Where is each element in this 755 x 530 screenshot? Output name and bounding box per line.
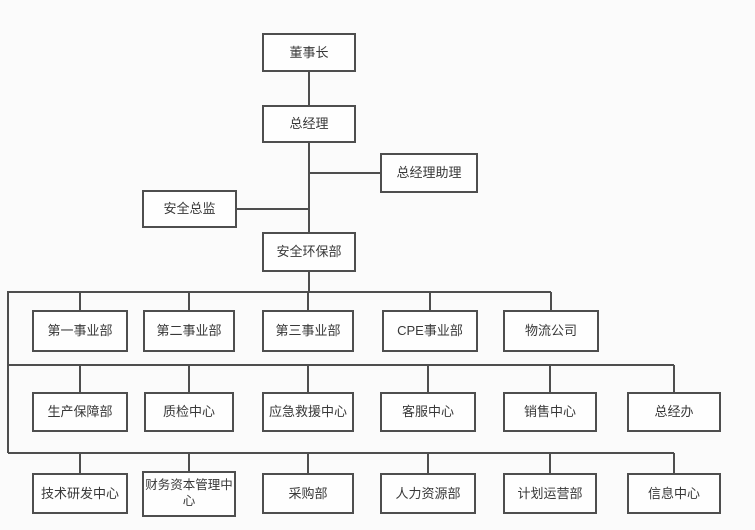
connector-rail1-left-spine: [7, 291, 551, 453]
org-node-emergency-rescue-center: 应急救援中心: [262, 392, 354, 432]
org-node-information-center: 信息中心: [627, 473, 721, 514]
org-node-procurement-dept: 采购部: [262, 473, 354, 514]
org-node-quality-inspection-center: 质检中心: [144, 392, 234, 432]
org-node-safety-director: 安全总监: [142, 190, 237, 228]
org-node-sales-center: 销售中心: [503, 392, 597, 432]
org-node-safety-environment-dept: 安全环保部: [262, 232, 356, 272]
org-node-gm-assistant: 总经理助理: [380, 153, 478, 193]
org-node-hr-dept: 人力资源部: [380, 473, 476, 514]
org-node-cpe-division: CPE事业部: [382, 310, 478, 352]
org-node-production-support-dept: 生产保障部: [32, 392, 128, 432]
org-node-tech-rd-center: 技术研发中心: [32, 473, 128, 514]
org-node-division-3: 第三事业部: [262, 310, 354, 352]
org-node-division-2: 第二事业部: [143, 310, 235, 352]
org-node-finance-capital-center: 财务资本管理中心: [142, 471, 236, 517]
org-node-division-1: 第一事业部: [32, 310, 128, 352]
org-node-gm-office: 总经办: [627, 392, 721, 432]
org-node-customer-service-center: 客服中心: [380, 392, 476, 432]
org-node-general-manager: 总经理: [262, 105, 356, 143]
org-node-planning-operations-dept: 计划运营部: [503, 473, 597, 514]
org-node-chairman: 董事长: [262, 33, 356, 72]
org-node-logistics-company: 物流公司: [503, 310, 599, 352]
